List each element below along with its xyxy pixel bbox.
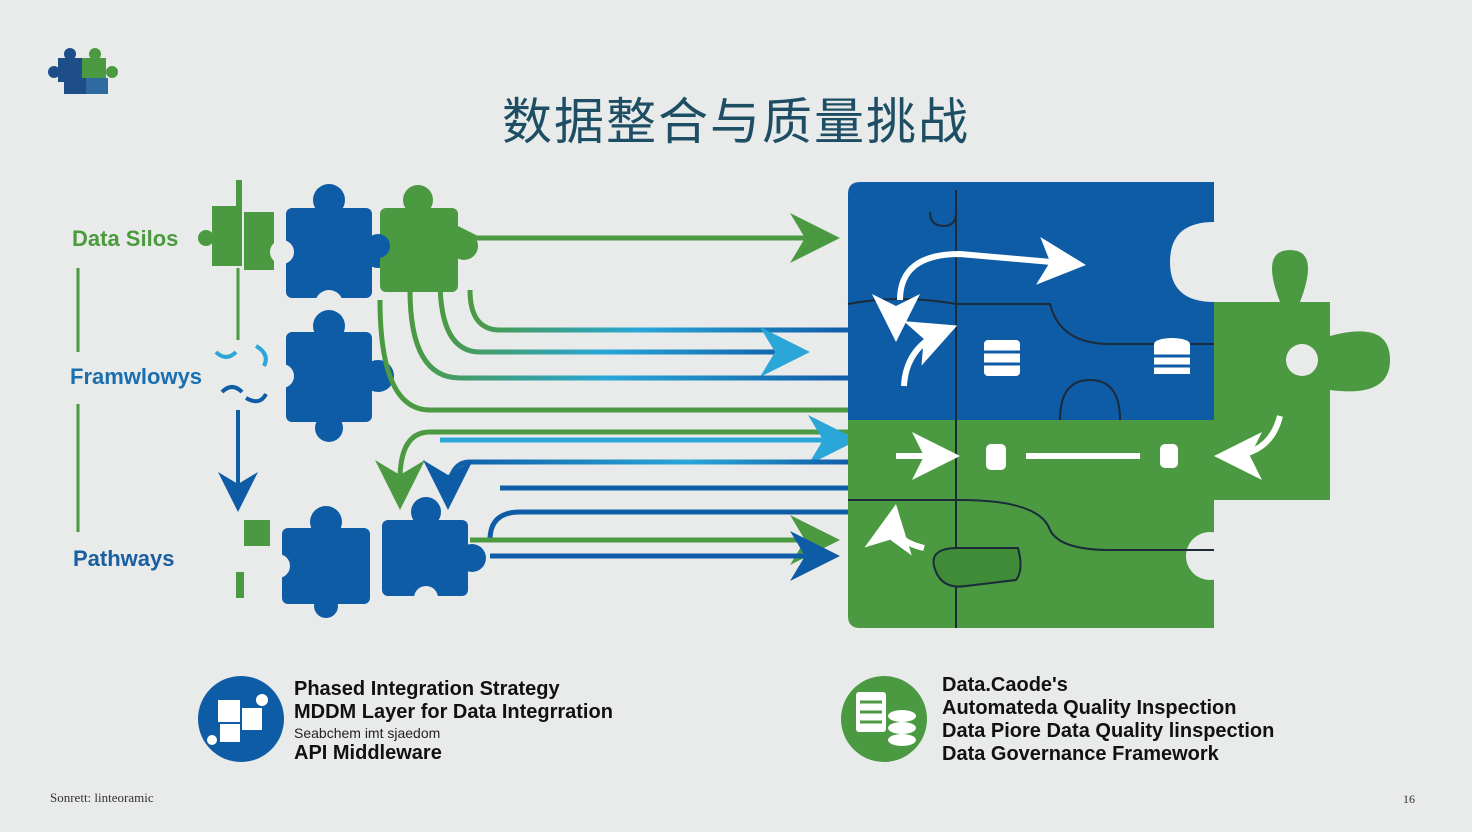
legend-line: Seabchem imt sjaedom (294, 725, 441, 741)
legend-line: Phased Integration Strategy (294, 678, 560, 700)
silo-fragment-icon (198, 180, 274, 270)
legend-line: Automateda Quality Inspection (942, 697, 1237, 719)
label-frameworks: Framwlowys (70, 364, 203, 389)
database-stack-icon (1154, 338, 1190, 374)
puzzle-piece-blue-lower (382, 497, 486, 610)
flow-line (407, 289, 848, 381)
puzzle-piece-blue-bottom (266, 506, 370, 618)
source-note: Sonrett: linteoramic (50, 790, 154, 805)
label-pathways: Pathways (73, 546, 175, 571)
flow-line (487, 509, 848, 541)
flow-arrow (423, 459, 848, 510)
piece-fragment-icon (932, 547, 1022, 588)
legend-line: Data.Caode's (942, 674, 1068, 696)
flow-arrow (437, 279, 810, 377)
integrated-puzzle-block (847, 182, 1390, 628)
legend-quality: Data.Caode's Automateda Quality Inspecti… (942, 674, 1274, 766)
legend-line: Data Piore Data Quality linspection (942, 720, 1275, 742)
puzzle-piece-green-top (366, 185, 478, 292)
flow-arrow (375, 429, 848, 510)
legend-line: MDDM Layer for Data Integrration (294, 701, 613, 723)
database-icon (984, 340, 1020, 376)
page-title: 数据整合与质量挑战 (502, 93, 970, 151)
swirl-mark (220, 385, 268, 404)
fragment-piece (236, 572, 244, 598)
fragment-piece (244, 520, 270, 546)
flow-line (467, 289, 848, 333)
connector-node-icon (986, 444, 1178, 470)
swirl-mark (214, 344, 268, 367)
data-stack-badge-icon (841, 676, 927, 762)
puzzle-piece-blue-middle (270, 310, 394, 442)
label-data-silos: Data Silos (72, 226, 179, 251)
legend-line: Data Governance Framework (942, 743, 1219, 765)
legend-line: API Middleware (294, 742, 442, 764)
legend-integration: Phased Integration Strategy MDDM Layer f… (294, 678, 613, 765)
flow-line (377, 299, 848, 413)
puzzle-badge-icon (198, 676, 284, 762)
page-number: 16 (1403, 792, 1415, 806)
puzzle-logo-icon (48, 48, 118, 94)
